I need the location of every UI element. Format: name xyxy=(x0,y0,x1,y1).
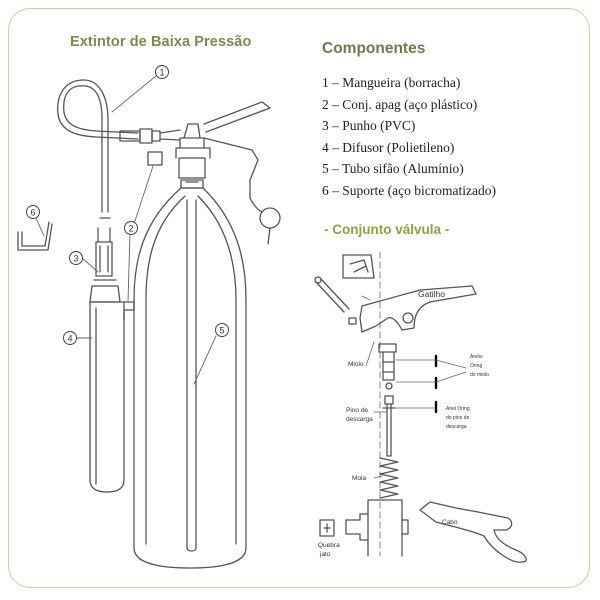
label-anel-3: descarga xyxy=(446,424,467,430)
label-anel-2: do pino de xyxy=(446,415,470,421)
components-list: 1 – Mangueira (borracha) 2 – Conj. apag … xyxy=(322,72,496,201)
svg-text:2: 2 xyxy=(128,224,133,234)
label-aneis-2: Oring xyxy=(470,363,482,369)
cylinder-drawing xyxy=(133,179,247,569)
callout-4: 4 xyxy=(63,331,77,345)
valve-section-title: - Conjunto válvula - xyxy=(324,222,450,237)
label-aneis-1: Anéis xyxy=(470,354,483,360)
label-anel-1: Anel Oring xyxy=(446,406,470,412)
label-mola: Mola xyxy=(352,475,366,482)
label-miolo: Miolo xyxy=(348,361,364,368)
callouts: 1 2 3 4 5 6 xyxy=(26,65,229,345)
label-quebra-1: Quebra xyxy=(318,542,340,549)
label-pino-2: descarga xyxy=(346,416,373,423)
diagram-title: Extintor de Baixa Pressão xyxy=(70,34,252,50)
callout-6: 6 xyxy=(26,205,40,219)
discharge-horn-drawing xyxy=(89,227,135,493)
label-cabo: Cabo xyxy=(442,519,458,526)
nut-drawing xyxy=(147,151,163,166)
svg-text:1: 1 xyxy=(159,68,164,78)
component-item: 2 – Conj. apag (aço plástico) xyxy=(322,96,478,112)
hose-drawing xyxy=(57,79,161,219)
valve-head-drawing xyxy=(159,101,281,245)
label-quebra-2: jato xyxy=(319,551,331,558)
label-aneis-3: do miolo xyxy=(470,372,489,378)
valve-labels: Gatilho Miolo Anéis Oring do miolo Pino … xyxy=(318,289,489,558)
bracket-drawing xyxy=(17,221,53,251)
callout-1: 1 xyxy=(155,65,169,79)
callout-2: 2 xyxy=(124,221,138,235)
svg-text:5: 5 xyxy=(219,326,224,336)
label-gatilho: Gatilho xyxy=(418,289,445,299)
main-leader-lines xyxy=(35,75,217,385)
svg-text:4: 4 xyxy=(67,334,72,344)
callout-3: 3 xyxy=(69,251,83,265)
svg-text:3: 3 xyxy=(73,254,78,264)
component-item: 5 – Tubo sifão (Alumínio) xyxy=(322,161,464,176)
valve-assembly-drawing xyxy=(314,251,527,563)
svg-text:6: 6 xyxy=(30,208,35,218)
component-item: 6 – Suporte (aço bicromatizado) xyxy=(322,182,496,198)
label-pino-1: Pino de xyxy=(346,407,368,414)
components-heading: Componentes xyxy=(322,40,426,57)
component-item: 3 – Punho (PVC) xyxy=(322,118,416,133)
component-item: 1 – Mangueira (borracha) xyxy=(322,75,461,90)
callout-5: 5 xyxy=(215,323,229,337)
component-item: 4 – Difusor (Polietileno) xyxy=(322,139,455,155)
